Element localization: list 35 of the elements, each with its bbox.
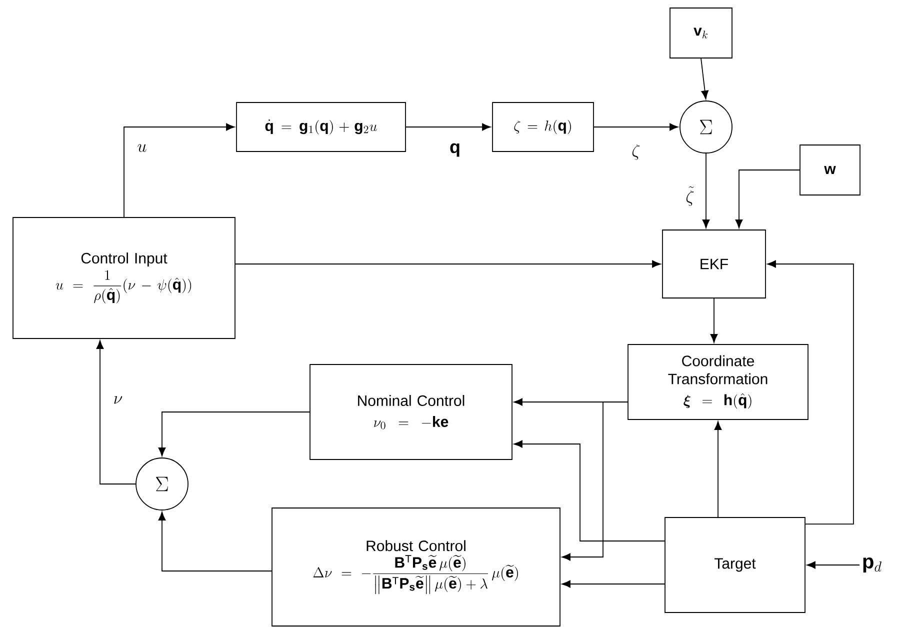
summing-junction: $\Sigma$	[136, 458, 188, 510]
arrow	[158, 412, 310, 456]
edge-label: $\mathbf{q}$	[448, 142, 462, 158]
arrow	[124, 123, 235, 218]
summing-junction: $\Sigma$	[680, 100, 732, 154]
control-input-box: Control Input $u=\dfrac{1}{\rho(\hat{\mathbf{q}})}(\nu-\psi(\hat{\mathbf{q}}))$	[12, 217, 236, 339]
edge-label: $\nu$	[112, 395, 124, 405]
output-box: $\zeta=h(\mathbf{q})$	[492, 102, 594, 152]
arrow	[806, 561, 860, 569]
edge-label: $\zeta$	[630, 143, 642, 161]
dynamics-box: $\dot{\mathbf{q}}=\mathbf{g}_1(\mathbf{q})+\mathbf{g}_2u$	[236, 102, 406, 152]
arrow	[96, 340, 136, 484]
arrow	[514, 440, 665, 542]
edge-label: $\tilde{\zeta}$	[684, 185, 696, 207]
signal-label: $\mathbf{p}_d$	[863, 558, 882, 572]
arrow	[594, 123, 678, 131]
arrow	[767, 260, 854, 524]
arrow	[710, 298, 718, 343]
robust-control-box: Robust Control $\Delta\nu=-\dfrac{\mathbf{B}^{\mathrm{T}}\mathbf{P}_{\mathbf{s}}\widetilde{\mathbf{e}}\,\mu(\widetilde{\mathbf{e}})}{\left\|\mathbf{B}^{\mathrm{T}}\mathbf{P}_{\mathbf{s}}\widetilde{\mathbf{e}}\right\|\mu(\widetilde{\mathbf{e}})+\lambda}\,\mu(\widetilde{\mathbf{e}})$	[272, 508, 560, 626]
noise-box: $\mathbf{v}_k$	[670, 8, 732, 58]
arrow	[700, 58, 708, 100]
arrow	[562, 580, 665, 588]
transformation-box: Coordinate Transformation $\boldsymbol{\xi}=\mathbf{h}(\hat{\mathbf{q}})$	[628, 344, 808, 420]
arrow	[158, 512, 272, 572]
arrow	[702, 153, 710, 228]
arrow	[735, 170, 800, 228]
arrow	[235, 260, 661, 268]
arrow	[714, 421, 722, 518]
arrow	[406, 123, 491, 131]
nominal-control-box: Nominal Control $\nu_0=-\mathbf{ke}$	[310, 364, 512, 460]
ekf-box: EKF	[662, 230, 766, 298]
arrow	[562, 402, 628, 561]
target-box: Target	[664, 517, 806, 613]
noise-box: $\mathbf{w}$	[800, 144, 860, 196]
edge-label: $u$	[136, 143, 148, 153]
